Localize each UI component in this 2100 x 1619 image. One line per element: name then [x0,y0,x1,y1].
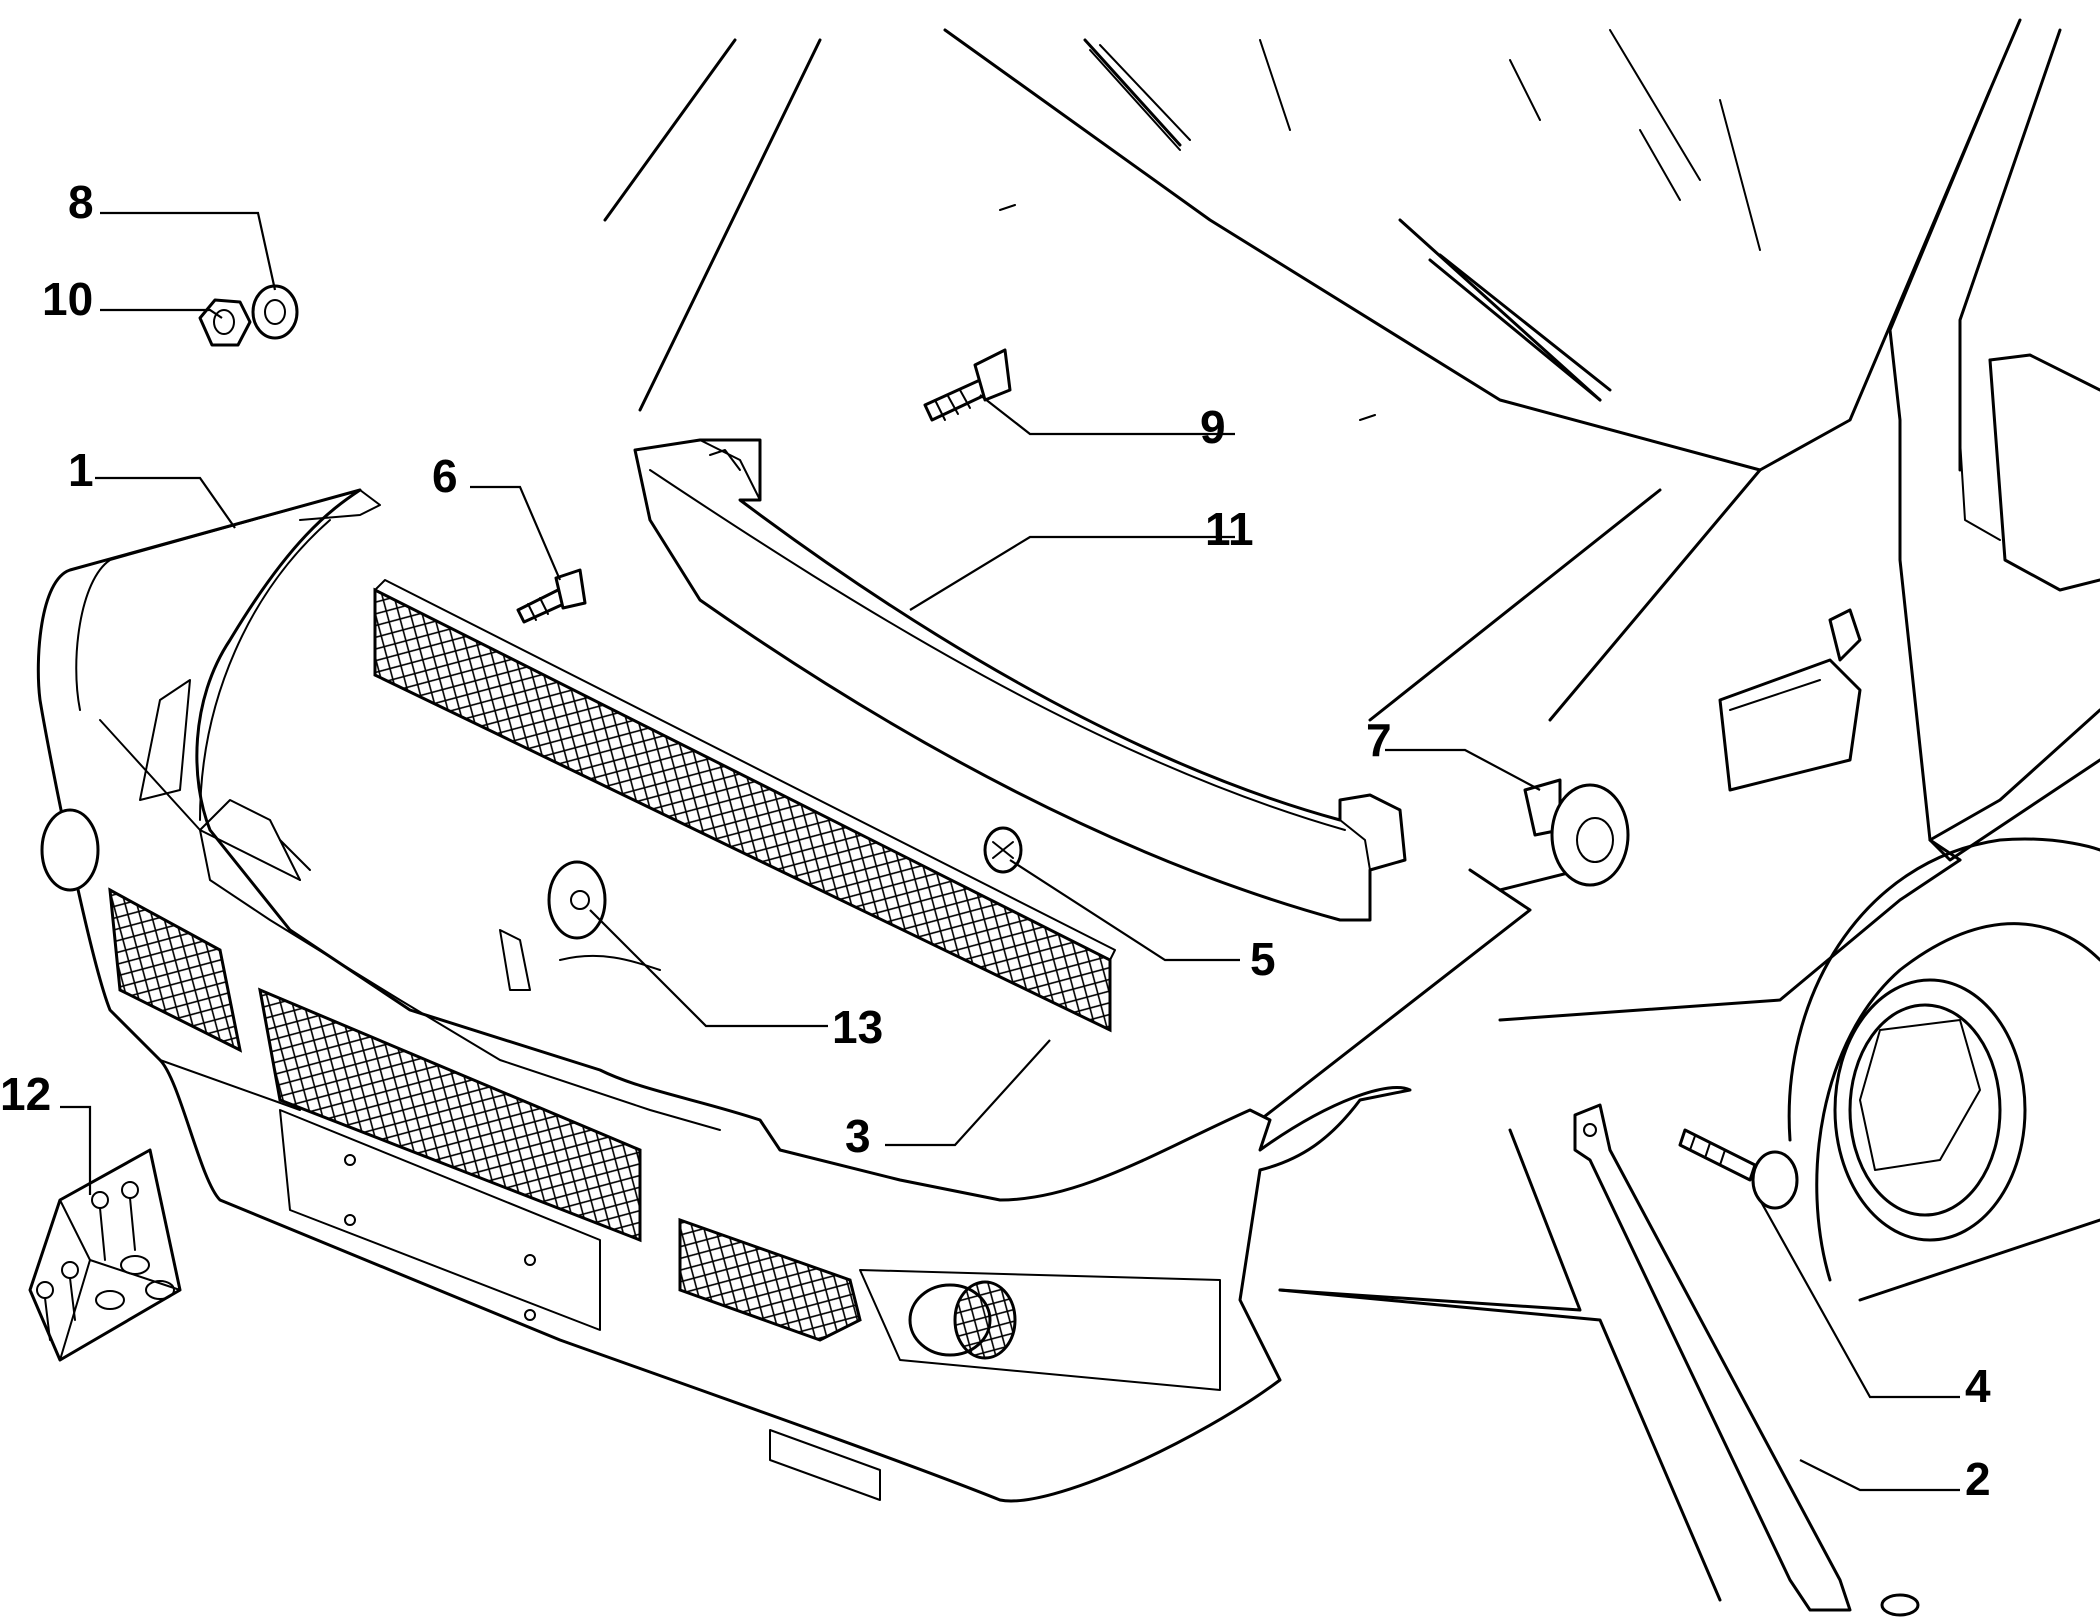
callout-10: 10 [42,273,93,325]
part-8-washer [251,284,299,340]
part-3-grille-mesh [373,587,1112,1033]
part-2-brace-rod [1573,1103,1920,1617]
part-10-nut [198,298,252,347]
part-12-bracket-kit [28,1148,182,1362]
callout-5: 5 [1250,933,1276,985]
callout-11: 11 [1205,503,1254,555]
part-5-clip [983,826,1023,874]
callout-2: 2 [1965,1453,1991,1505]
bumper-center-grille [258,987,642,1243]
part-7-push-clip [1523,778,1630,887]
license-plate-area [279,1109,601,1331]
callout-4: 4 [1965,1360,1991,1412]
callout-13: 13 [832,1001,883,1053]
part-4-bolt [1678,1128,1799,1210]
part-11-cross-member [633,438,1407,922]
bumper-left-grille [108,887,243,1053]
part-6-screw [516,568,587,624]
callout-6: 6 [432,450,458,502]
part-9-screw [923,348,1012,422]
callout-9: 9 [1200,401,1226,453]
front-bumper [36,488,1412,1503]
callout-3: 3 [845,1110,871,1162]
callout-12: 12 [0,1068,51,1120]
callout-labels: 8 10 1 6 9 11 7 5 13 3 12 4 2 [0,176,1991,1505]
callout-7: 7 [1366,714,1392,766]
callout-1: 1 [68,444,94,496]
car-body-outline [603,18,2100,1602]
leader-lines [60,211,1960,1492]
part-13-plug [547,860,607,940]
callout-8: 8 [68,176,94,228]
bumper-right-grille [678,1217,862,1342]
